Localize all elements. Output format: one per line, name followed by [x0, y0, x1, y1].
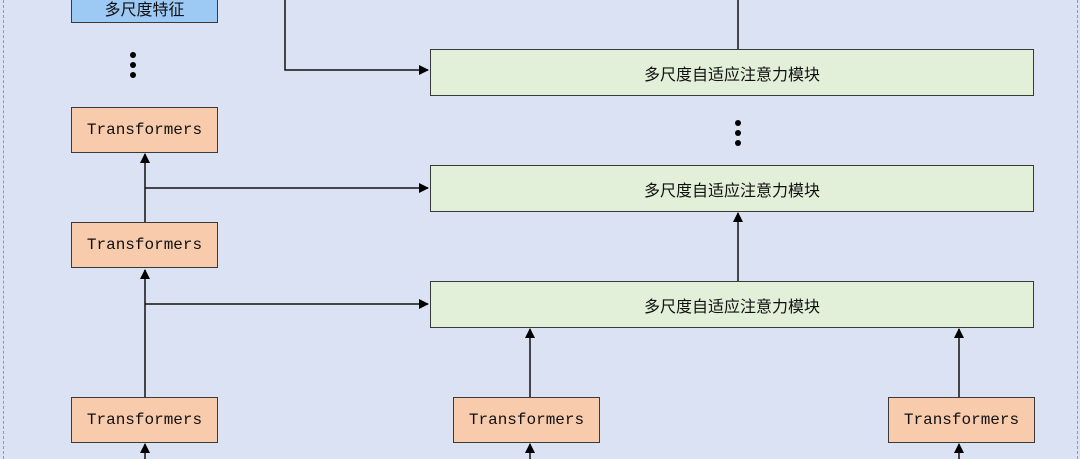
transformer-block-left-top: Transformers: [71, 107, 218, 153]
ellipsis-dot: [735, 130, 741, 136]
ellipsis-dot: [130, 52, 136, 58]
transformer-block-right: Transformers: [888, 397, 1035, 443]
ellipsis-dot: [735, 140, 741, 146]
attention-module-middle: 多尺度自适应注意力模块: [430, 165, 1034, 212]
ellipsis-dot: [735, 120, 741, 126]
transformer-block-left-bottom: Transformers: [71, 397, 218, 443]
arrow-feature-to-attention-top: [284, 0, 429, 75]
left-border: [3, 0, 4, 459]
ellipsis-dot: [130, 72, 136, 78]
ellipsis-dot: [130, 62, 136, 68]
transformer-block-middle: Transformers: [453, 397, 600, 443]
right-border: [1077, 0, 1078, 459]
transformer-block-left-middle: Transformers: [71, 222, 218, 268]
multiscale-feature-box: 多尺度特征: [71, 0, 218, 23]
attention-module-bottom: 多尺度自适应注意力模块: [430, 281, 1034, 328]
attention-module-top: 多尺度自适应注意力模块: [430, 49, 1034, 96]
